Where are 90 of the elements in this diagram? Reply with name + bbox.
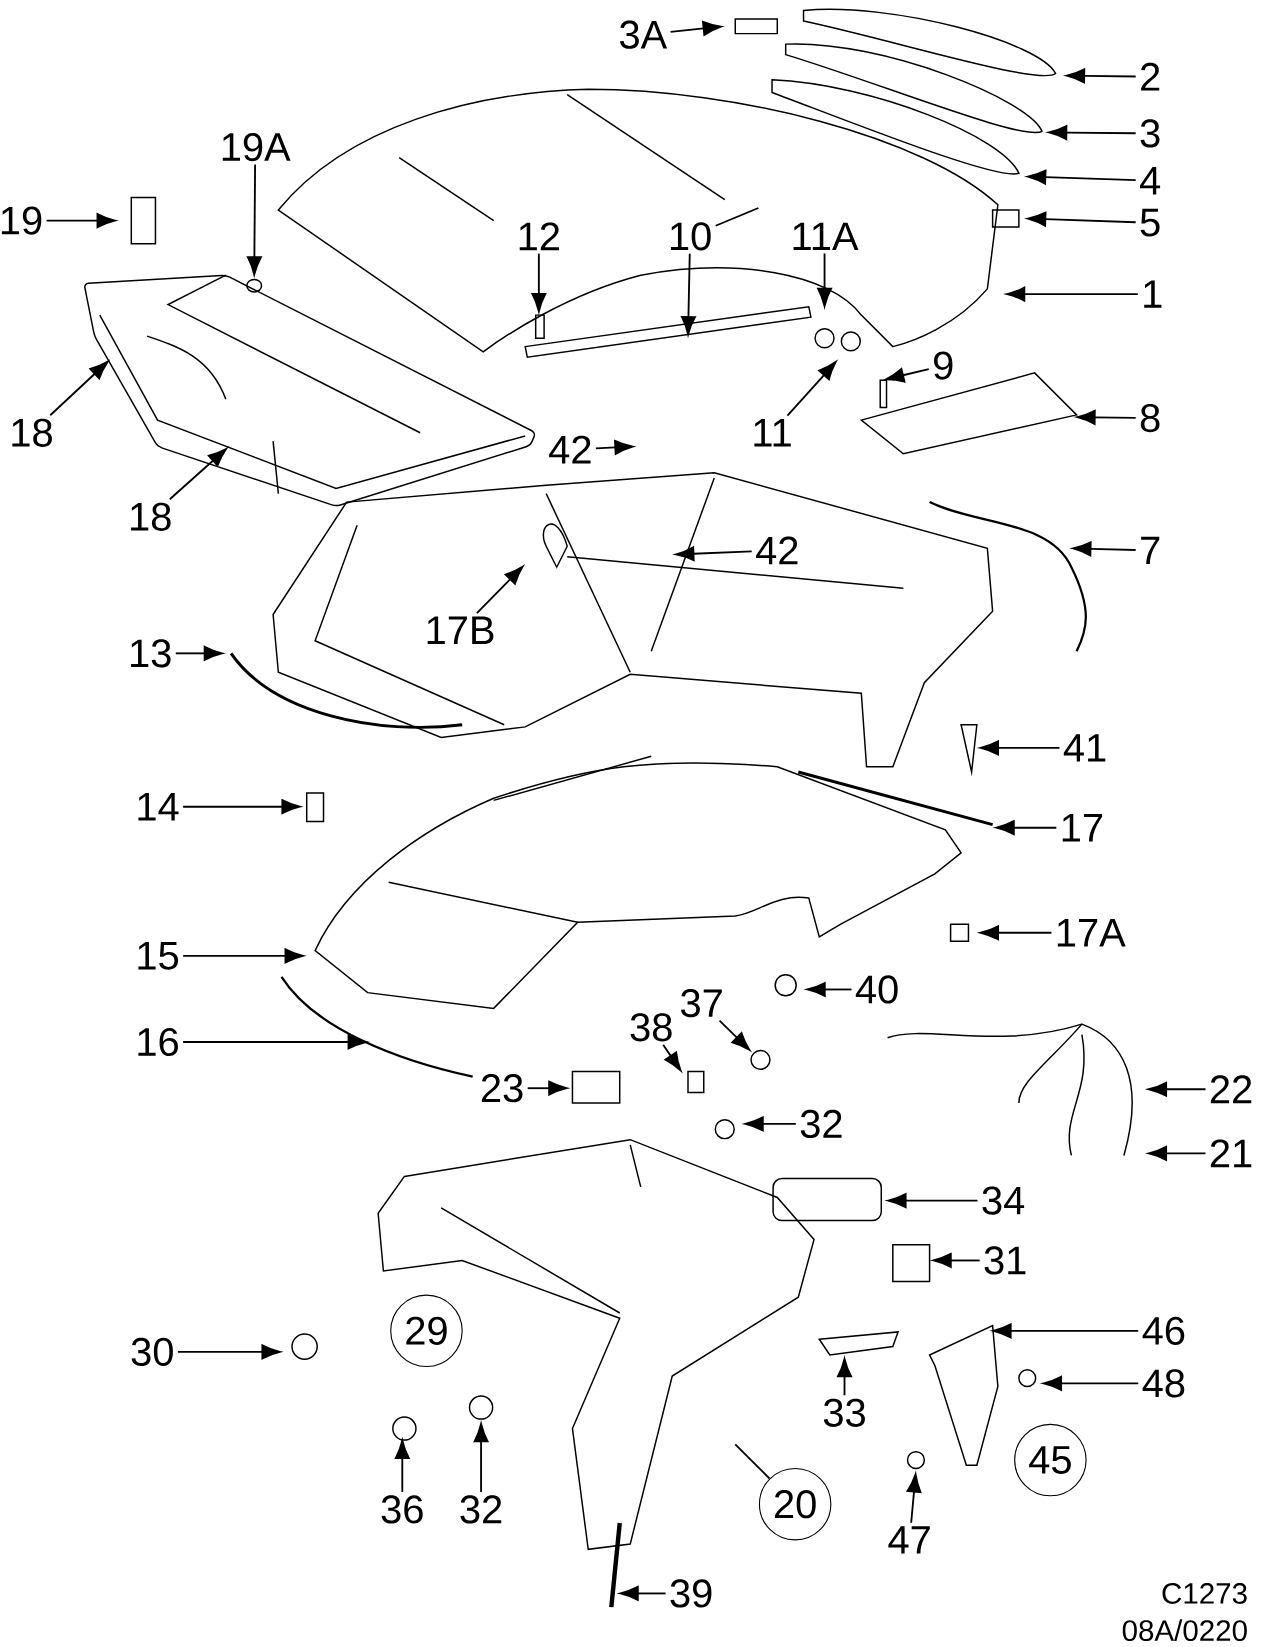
callout-number: 32 [460, 1495, 502, 1524]
leader-line [681, 252, 697, 336]
callout-number: 3 [1140, 119, 1160, 148]
callout-number: 36 [381, 1495, 423, 1524]
callout-number: 19A [222, 132, 291, 162]
callout-number: 19 [2, 206, 42, 235]
callout-number: 33 [824, 1398, 866, 1427]
leader-line [887, 1193, 979, 1209]
leader-line [177, 1344, 281, 1360]
leader-line [806, 982, 853, 997]
leader-line [175, 645, 223, 661]
callout-number: 2 [1141, 62, 1160, 91]
leader-line [979, 740, 1061, 756]
leader-line [786, 361, 837, 417]
callout-number: 42 [549, 435, 591, 464]
circled-number: 20 [759, 1467, 832, 1541]
callout-number: 39 [670, 1579, 712, 1608]
callout-number: 10 [671, 222, 711, 251]
callout-number: 9 [934, 351, 953, 380]
callout-number: 8 [1140, 403, 1160, 433]
leader-line [906, 1473, 922, 1524]
leader-line [995, 820, 1058, 836]
callout-number: 22 [1211, 1075, 1252, 1104]
leader-line [1148, 1145, 1207, 1161]
callout-number: 21 [1211, 1139, 1252, 1168]
leader-line [979, 925, 1053, 941]
leader-line [718, 1019, 751, 1051]
callout-number: 7 [1141, 536, 1160, 565]
callout-number: 40 [855, 975, 898, 1004]
callout-number: 11A [793, 222, 859, 251]
callout-number: 17A [1058, 919, 1126, 947]
leader-line [526, 1080, 568, 1096]
callout-number: 16 [138, 1027, 179, 1057]
callout-number: 34 [982, 1186, 1025, 1215]
leader-line [45, 213, 116, 229]
callout-number: 23 [482, 1074, 523, 1103]
leader-line [734, 1443, 771, 1480]
callout-number: 47 [888, 1526, 930, 1554]
leader-line [669, 21, 722, 36]
leader-line [531, 252, 547, 313]
leader-line [1048, 125, 1137, 141]
leader-line [595, 440, 634, 455]
leader-line [49, 360, 109, 417]
callout-number: 17B [427, 616, 494, 644]
callout-number: 13 [131, 639, 171, 668]
callout-number: 37 [681, 989, 722, 1018]
leader-line [1006, 286, 1139, 302]
leader-line [1148, 1081, 1207, 1097]
leader-line [182, 948, 304, 964]
drawing-code: C1273 [1162, 1583, 1247, 1604]
callout-number: 38 [630, 1013, 672, 1042]
leader-line [395, 1439, 410, 1493]
leader-line [992, 1323, 1140, 1339]
leader-line [182, 799, 301, 815]
callout-number: 5 [1140, 208, 1160, 237]
leader-line [1076, 409, 1137, 425]
leader-line [662, 1043, 682, 1072]
leader-line [837, 1357, 853, 1397]
leader-line [932, 1253, 981, 1268]
leader-line [182, 1034, 367, 1050]
callout-number: 17 [1062, 814, 1103, 842]
leader-line [744, 1116, 797, 1132]
callout-number: 30 [131, 1337, 174, 1366]
callout-number: 14 [138, 793, 179, 821]
leader-line [1072, 541, 1137, 557]
callout-number: 46 [1142, 1316, 1185, 1345]
leader-line [247, 163, 262, 276]
callout-number: 4 [1140, 166, 1161, 195]
leader-line [885, 368, 930, 383]
circled-number: 29 [390, 1294, 463, 1368]
callout-number: 15 [138, 941, 179, 970]
callout-number: 11 [754, 419, 791, 447]
callout-number: 31 [984, 1246, 1026, 1275]
leader-line [619, 1586, 667, 1601]
callout-number: 42 [756, 536, 798, 565]
callout-number: 3A [620, 20, 668, 49]
callout-number: 1 [1144, 280, 1162, 308]
leader-line [473, 1423, 489, 1493]
leader-line [675, 546, 753, 562]
leader-line [169, 448, 228, 501]
leader-line [476, 565, 524, 615]
callout-number: 18 [131, 502, 171, 531]
callout-number: 32 [800, 1109, 842, 1139]
callout-number: 18 [12, 418, 53, 447]
callout-number: 48 [1142, 1369, 1185, 1398]
drawing-code: 08A/0220 [1122, 1619, 1247, 1642]
callout-number: 41 [1063, 734, 1106, 762]
circled-number: 45 [1014, 1423, 1087, 1497]
leader-line [714, 207, 760, 227]
callout-number: 12 [519, 222, 560, 251]
